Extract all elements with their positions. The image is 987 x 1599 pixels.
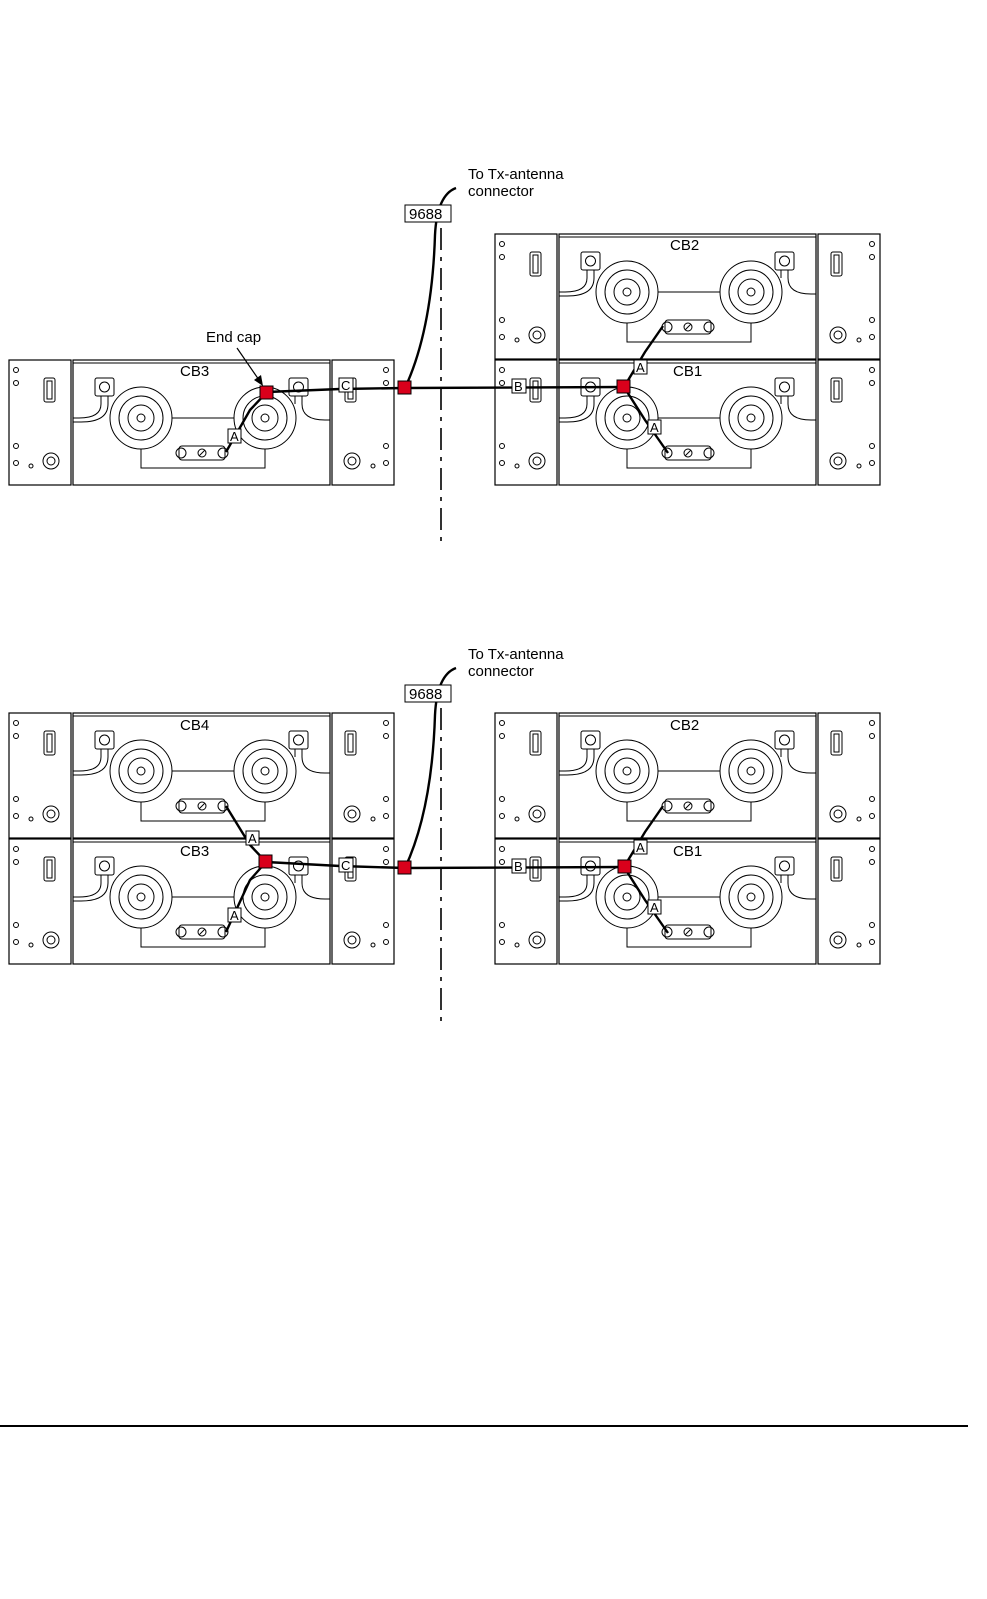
tag-c: C [341,378,350,393]
tag-a-cb2: A [636,840,645,855]
tag-a-cb2: A [636,360,645,375]
unit-label-cb4: CB4 [180,717,209,734]
cable-id-label: 9688 [409,206,442,223]
diagram-1: To Tx-antenna connector CB3 CB2 CB1 End … [9,166,880,548]
unit-label-cb2: CB2 [670,237,699,254]
tag-a-cb1: A [650,420,659,435]
tag-b: B [514,379,523,394]
tag-c: C [341,858,350,873]
cb3-junction [259,855,272,868]
end-cap-label: End cap [206,329,261,346]
unit-label-cb3: CB3 [180,843,209,860]
tag-a-cb1: A [650,900,659,915]
tag-a-cb3: A [230,429,239,444]
cb1-junction [618,860,631,873]
end-cap-junction [260,386,273,399]
antenna-label-line2: connector [468,663,534,680]
tag-a-cb4: A [248,831,257,846]
unit-label-cb2: CB2 [670,717,699,734]
splitter-junction [398,381,411,394]
antenna-label-line1: To Tx-antenna [468,646,564,663]
unit-label-cb3: CB3 [180,363,209,380]
unit-label-cb1: CB1 [673,363,702,380]
cable-id-label: 9688 [409,686,442,703]
footer-rule [0,1425,968,1427]
unit-label-cb1: CB1 [673,843,702,860]
diagram-2: To Tx-antenna connector CB4 CB3 CB2 CB1 … [9,646,880,1028]
tag-b: B [514,859,523,874]
cb1-junction [617,380,630,393]
antenna-label-line2: connector [468,183,534,200]
splitter-junction [398,861,411,874]
antenna-label-line1: To Tx-antenna [468,166,564,183]
tag-a-cb3: A [230,908,239,923]
